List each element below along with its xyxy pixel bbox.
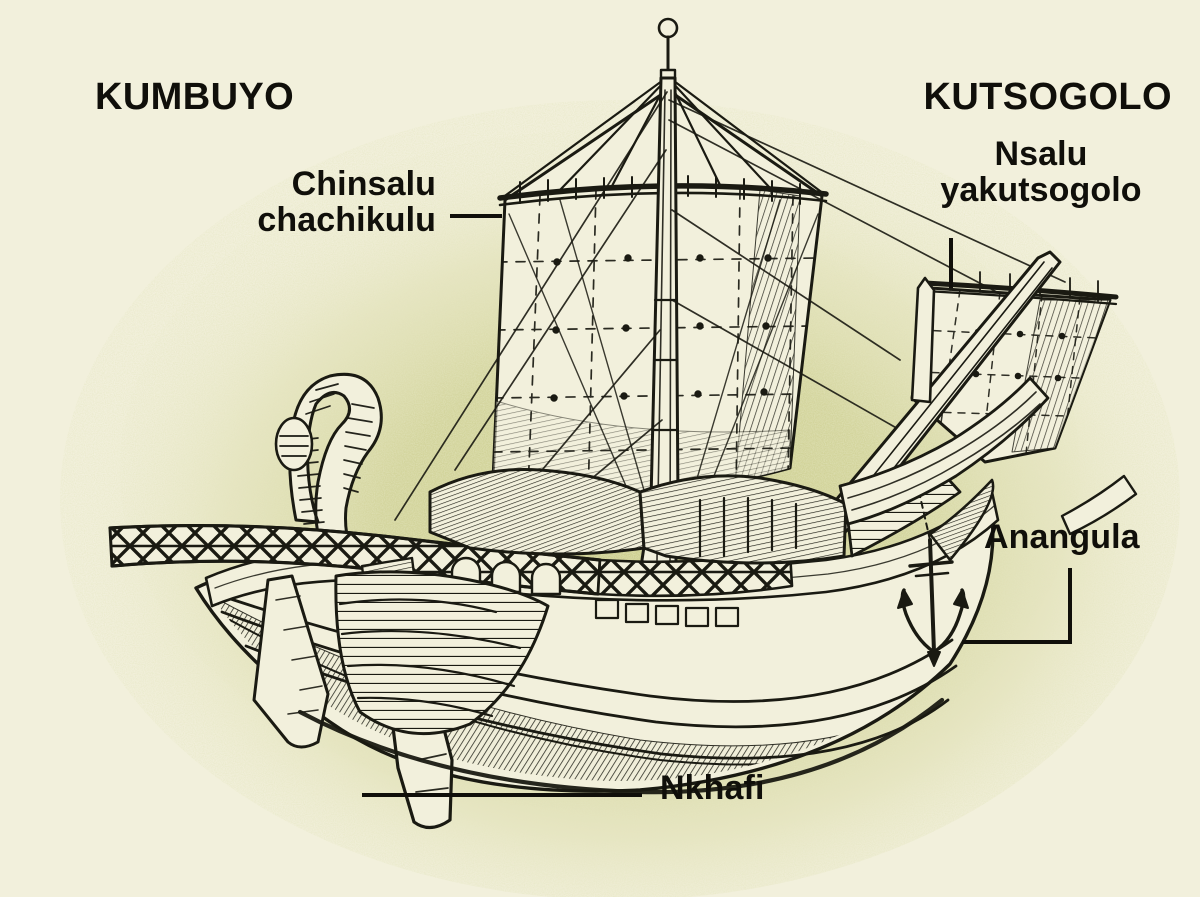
- leader-line-anchor-vertical: [1068, 568, 1072, 644]
- label-foresail: Nsalu yakutsogolo: [900, 136, 1182, 208]
- label-mainsail: Chinsalu chachikulu: [60, 166, 436, 238]
- heading-stern: KUMBUYO: [95, 76, 295, 118]
- label-anchor: Anangula: [984, 518, 1140, 556]
- leader-line-mainsail: [450, 214, 502, 218]
- label-foresail-line2: yakutsogolo: [940, 171, 1142, 210]
- leader-line-anchor-horizontal: [962, 640, 1072, 644]
- heading-bow: KUTSOGOLO: [923, 76, 1172, 118]
- anchor: [897, 495, 969, 667]
- rigging-lines: [394, 91, 1066, 531]
- stern-quarter-panel: [334, 570, 550, 736]
- masthead-finial: [657, 17, 679, 80]
- leader-line-foresail: [949, 238, 953, 288]
- hull-ports: [594, 598, 740, 628]
- label-steering-oar: Nkhafi: [660, 769, 765, 807]
- stern-goose-ornament: [274, 372, 383, 550]
- label-mainsail-line2: chachikulu: [257, 201, 436, 240]
- label-foresail-line1: Nsalu: [994, 135, 1088, 173]
- leader-line-steering-oar: [362, 793, 642, 797]
- label-mainsail-line1: Chinsalu: [291, 165, 436, 203]
- bow-deck: [838, 376, 1138, 536]
